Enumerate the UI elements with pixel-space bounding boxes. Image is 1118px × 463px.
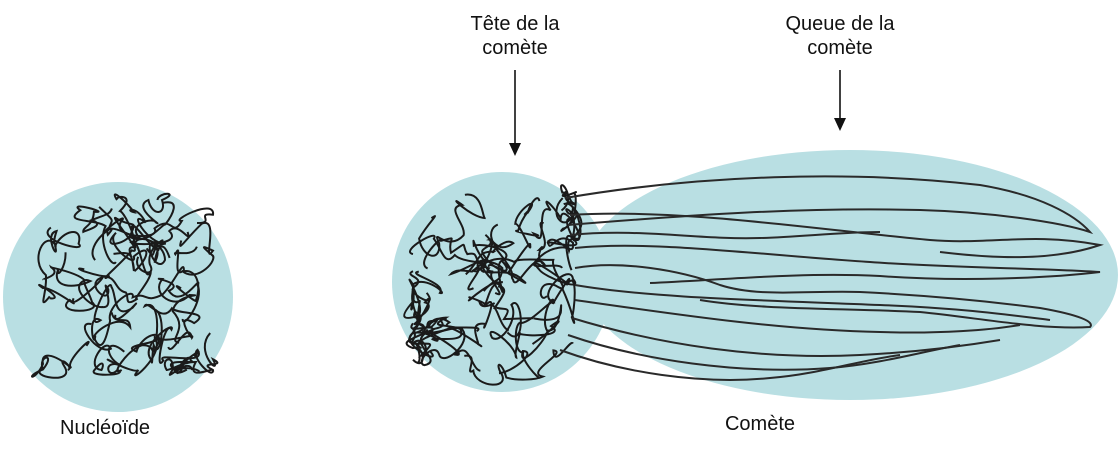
nucleoid-figure: [3, 182, 233, 412]
tail-strand: [569, 231, 881, 240]
comet-figure: [392, 150, 1118, 400]
tail-strand: [574, 264, 1092, 329]
dna-loop: [31, 340, 90, 379]
dna-loop: [546, 202, 582, 251]
dna-loop: [38, 252, 96, 312]
dna-loop: [113, 193, 167, 256]
comet-caption: Comète: [724, 413, 796, 435]
tail-strand: [564, 175, 1094, 235]
tail-strand: [574, 284, 1051, 321]
comet-tail-label-line1: Queue de la: [785, 13, 895, 35]
dna-loop: [409, 234, 487, 291]
dna-loop: [158, 277, 200, 344]
tail-strand: [559, 349, 901, 381]
tail-strand: [569, 212, 1104, 259]
dna-loop: [73, 205, 117, 265]
dna-loop: [489, 301, 560, 360]
dna-loop: [560, 184, 578, 232]
comet-head-label-line1: Tête de la: [470, 13, 560, 35]
dna-loop: [490, 197, 541, 274]
tail-strand: [574, 244, 1101, 284]
dna-loop: [113, 238, 167, 274]
tail-arrow: [834, 70, 846, 131]
head-arrow: [509, 70, 521, 156]
dna-loop: [409, 270, 480, 332]
comet-head-dna-coil: [403, 184, 583, 386]
comet-tail-label: Queue de la comète: [755, 12, 925, 60]
dna-loop: [163, 332, 219, 376]
dna-loop: [498, 262, 577, 375]
dna-loop: [514, 277, 576, 379]
dna-loop: [42, 264, 110, 309]
dna-loop: [37, 226, 81, 304]
comet-head-label: Tête de la comète: [440, 12, 590, 60]
dna-loop: [116, 331, 194, 373]
dna-loop: [83, 322, 125, 376]
tail-strand: [567, 334, 961, 371]
dna-loop: [423, 237, 527, 284]
nucleoid-dna-coil: [31, 192, 219, 379]
dna-loop: [418, 193, 487, 257]
dna-loop: [103, 227, 190, 304]
dna-loop: [408, 297, 432, 358]
dna-loop: [464, 342, 574, 386]
comet-tail-label-line2: comète: [807, 37, 873, 59]
comet-tail-dna-strands: [559, 175, 1104, 381]
dna-loop: [91, 192, 171, 261]
dna-loop: [481, 221, 547, 284]
comet-head-label-line2: comète: [482, 37, 548, 59]
dna-loop: [106, 303, 201, 377]
tail-strand: [574, 299, 1021, 334]
dna-loop: [91, 284, 138, 341]
nucleoid-caption: Nucléoïde: [60, 417, 151, 439]
dna-loop: [419, 327, 481, 372]
dna-loop: [147, 308, 215, 374]
dna-loop: [408, 316, 463, 358]
